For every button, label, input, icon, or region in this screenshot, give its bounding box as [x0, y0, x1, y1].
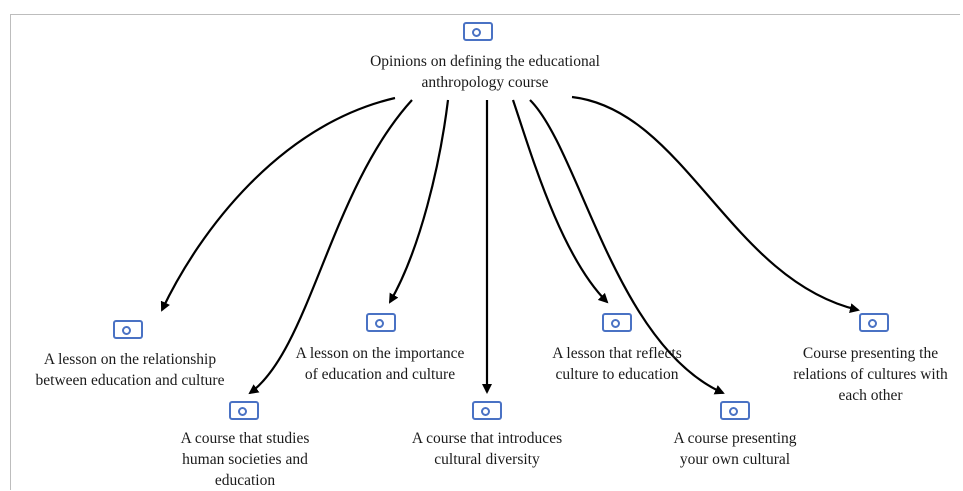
root-node-label: Opinions on defining the educational ant… [370, 53, 600, 91]
node-label-societies: A course that studies human societies an… [180, 430, 310, 489]
document-node-icon [113, 320, 143, 339]
node-label-relations: Course presenting the relations of cultu… [793, 345, 948, 404]
edge-to-importance [389, 99, 450, 304]
node-label-reflects: A lesson that reflects culture to educat… [552, 345, 682, 383]
node-label-own-cultural: A course presenting your own cultural [673, 430, 797, 468]
document-node-icon [229, 401, 259, 420]
document-node-icon [463, 22, 493, 41]
node-label-importance: A lesson on the importance of education … [295, 345, 465, 383]
document-node-icon [859, 313, 889, 332]
document-node-icon [366, 313, 396, 332]
edge-to-reflects [511, 99, 609, 304]
edge-to-societies [248, 99, 413, 395]
document-node-icon [720, 401, 750, 420]
diagram-frame [10, 14, 960, 490]
node-label-diversity: A course that introduces cultural divers… [411, 430, 563, 468]
document-node-icon [602, 313, 632, 332]
edge-to-own-cultural [529, 99, 725, 395]
edge-to-relationship [160, 96, 396, 312]
document-node-icon [472, 401, 502, 420]
node-label-relationship: A lesson on the relationship between edu… [35, 351, 225, 389]
edge-to-relations [571, 95, 860, 314]
